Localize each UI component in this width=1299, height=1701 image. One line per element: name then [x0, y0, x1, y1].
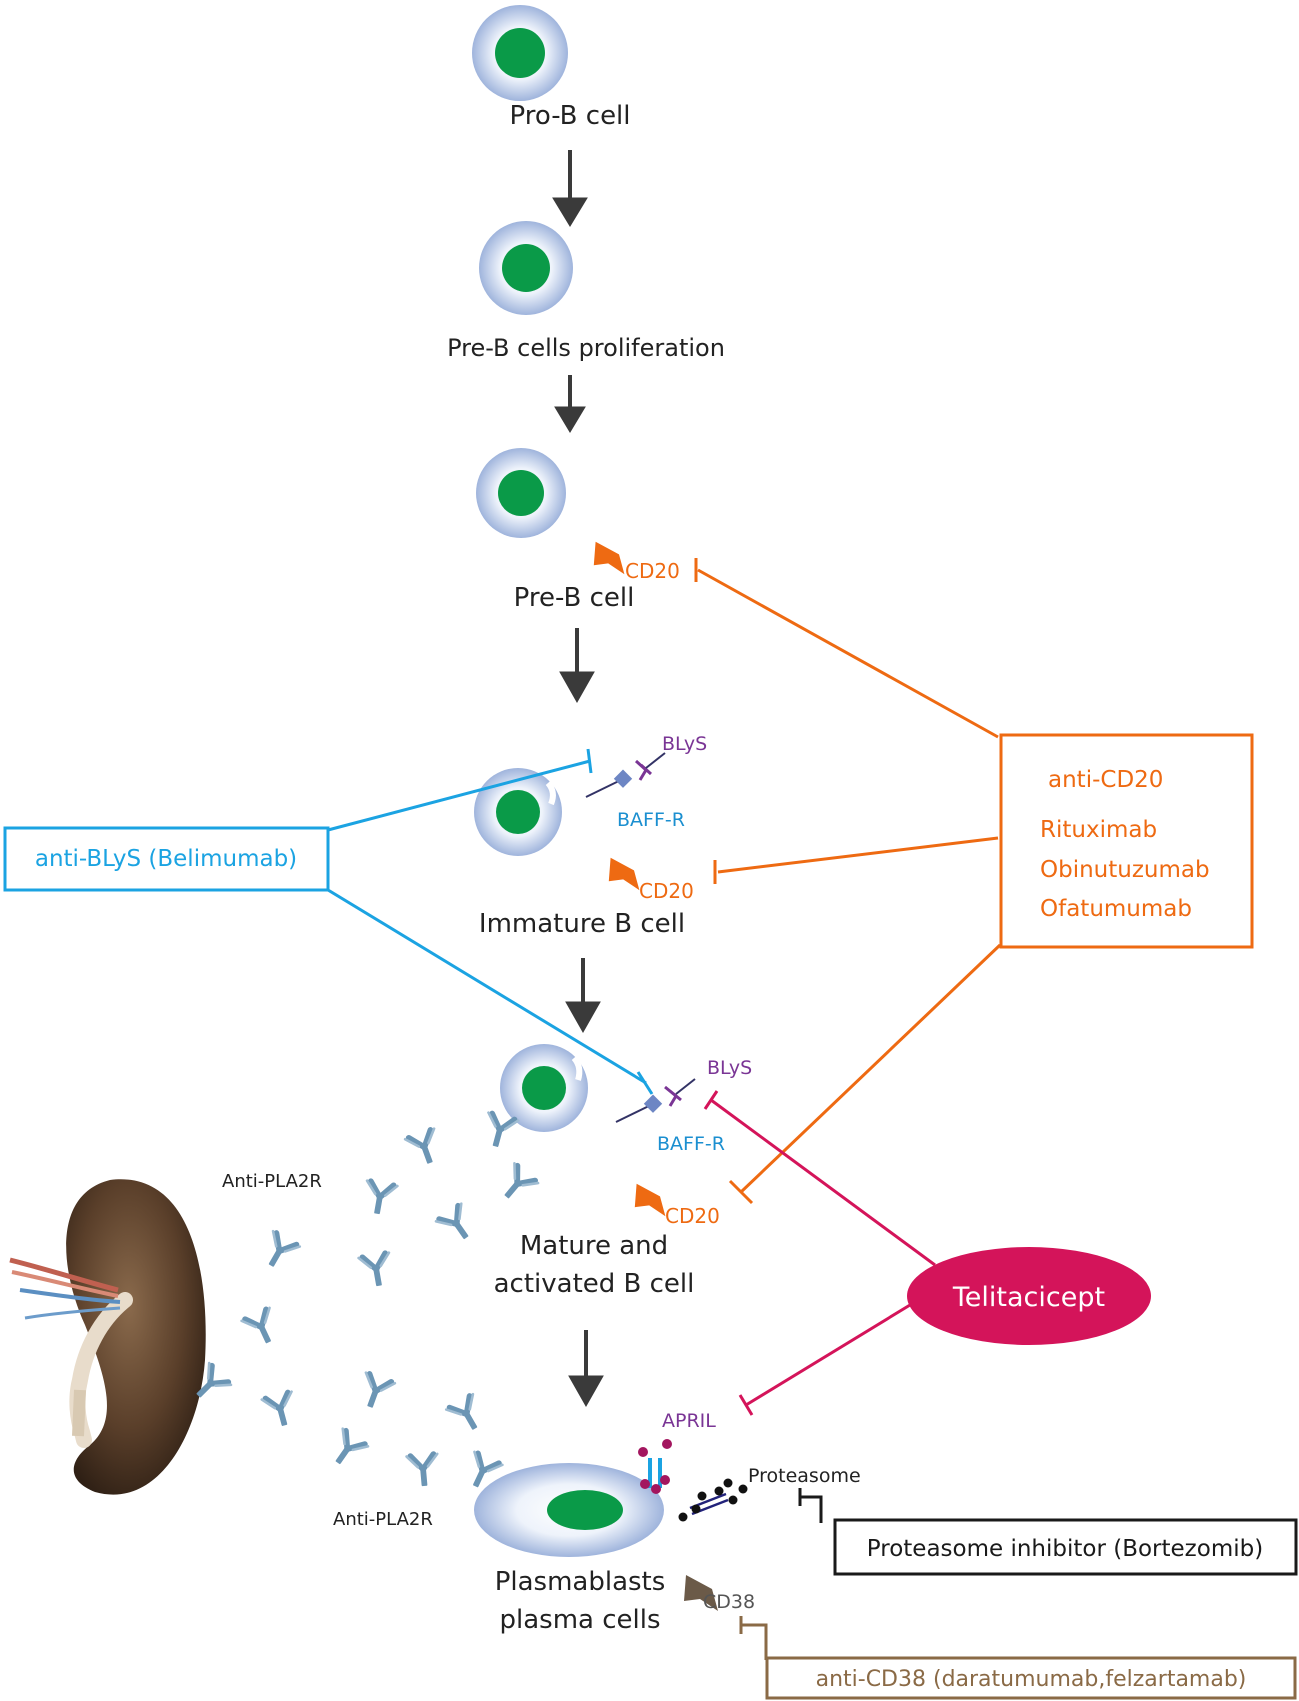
cd20-marker-immature: [608, 857, 640, 891]
label-anti-pla2r-upper: Anti-PLA2R: [222, 1171, 322, 1192]
proteasome-inhibitor-box: [833, 1518, 1298, 1576]
arrow-1: [552, 197, 588, 227]
label-proteasome-inhibitor: Proteasome inhibitor (Bortezomib): [867, 1536, 1263, 1562]
label-anti-blys: anti-BLyS (Belimumab): [35, 846, 297, 872]
telitacicept-to-blys: [710, 1098, 936, 1267]
baffr-receptor-immature: [585, 752, 666, 798]
kidney-illustration: [9, 1179, 206, 1495]
label-plasma-2: plasma cells: [499, 1605, 660, 1635]
pre-b-prolif-cell: [479, 221, 573, 315]
anti-cd20-to-immature: [717, 836, 999, 874]
anti-cd38-box: [765, 1656, 1297, 1700]
label-baffr-mature: BAFF-R: [657, 1133, 725, 1155]
baffr-receptor-mature: [615, 1078, 696, 1123]
label-april: APRIL: [662, 1410, 716, 1432]
label-anti-cd20-title: anti-CD20: [1048, 767, 1163, 793]
label-blys-mature: BLyS: [707, 1057, 752, 1079]
label-cd38: CD38: [703, 1591, 755, 1613]
label-pre-b-prolif: Pre-B cells proliferation: [447, 334, 725, 362]
bortezomib-to-proteasome: [800, 1495, 823, 1523]
cd38-marker: [684, 1575, 718, 1611]
arrow-4: [565, 1001, 601, 1034]
inhibition-lines: [327, 558, 1002, 1660]
label-telitacicept: Telitacicept: [952, 1282, 1105, 1313]
anti-cd20-to-mature: [739, 943, 1002, 1194]
cd20-marker-pre-b: [593, 541, 625, 575]
anti-cd38-to-cd38: [741, 1623, 768, 1660]
anti-blys-to-mature: [327, 888, 647, 1085]
immature-b-cell: [474, 768, 562, 856]
progression-arrows: [552, 150, 604, 1408]
arrow-2: [554, 406, 586, 433]
label-rituximab: Rituximab: [1040, 817, 1157, 843]
label-anti-pla2r-lower: Anti-PLA2R: [333, 1509, 433, 1530]
anti-cd20-box: [999, 733, 1254, 949]
plasma-cell: [474, 1463, 664, 1557]
label-mature-2: activated B cell: [494, 1269, 695, 1299]
label-plasma-1: Plasmablasts: [495, 1567, 666, 1597]
telitacicept-ellipse: [907, 1247, 1151, 1345]
label-proteasome: Proteasome: [748, 1465, 861, 1487]
label-pre-b: Pre-B cell: [514, 583, 635, 613]
label-mature-1: Mature and: [520, 1231, 668, 1261]
label-immature: Immature B cell: [479, 909, 685, 939]
pro-b-cell: [472, 5, 568, 101]
label-cd20-mature: CD20: [665, 1204, 720, 1228]
label-baffr-immature: BAFF-R: [617, 809, 685, 831]
label-ofatumumab: Ofatumumab: [1040, 896, 1192, 922]
mature-b-cell: [500, 1044, 588, 1132]
label-cd20-immature: CD20: [639, 879, 694, 903]
label-blys-immature: BLyS: [662, 733, 707, 755]
label-pro-b: Pro-B cell: [509, 101, 630, 131]
telitacicept-to-april: [745, 1303, 911, 1407]
proteasome-cluster: [678, 1478, 748, 1522]
cd20-marker-mature: [634, 1183, 666, 1217]
anti-pla2r-antibodies: [188, 1113, 538, 1492]
label-obinutuzumab: Obinutuzumab: [1040, 857, 1210, 883]
arrow-5: [568, 1375, 604, 1408]
anti-cd20-to-pre-b: [697, 568, 999, 739]
pre-b-cell: [476, 448, 566, 538]
label-anti-cd38: anti-CD38 (daratumumab,felzartamab): [816, 1667, 1247, 1692]
april-receptor: [638, 1439, 672, 1494]
label-cd20-pre-b: CD20: [625, 559, 680, 583]
anti-blys-to-immature: [327, 759, 591, 832]
arrow-3: [559, 671, 595, 704]
anti-blys-box: [3, 826, 330, 892]
